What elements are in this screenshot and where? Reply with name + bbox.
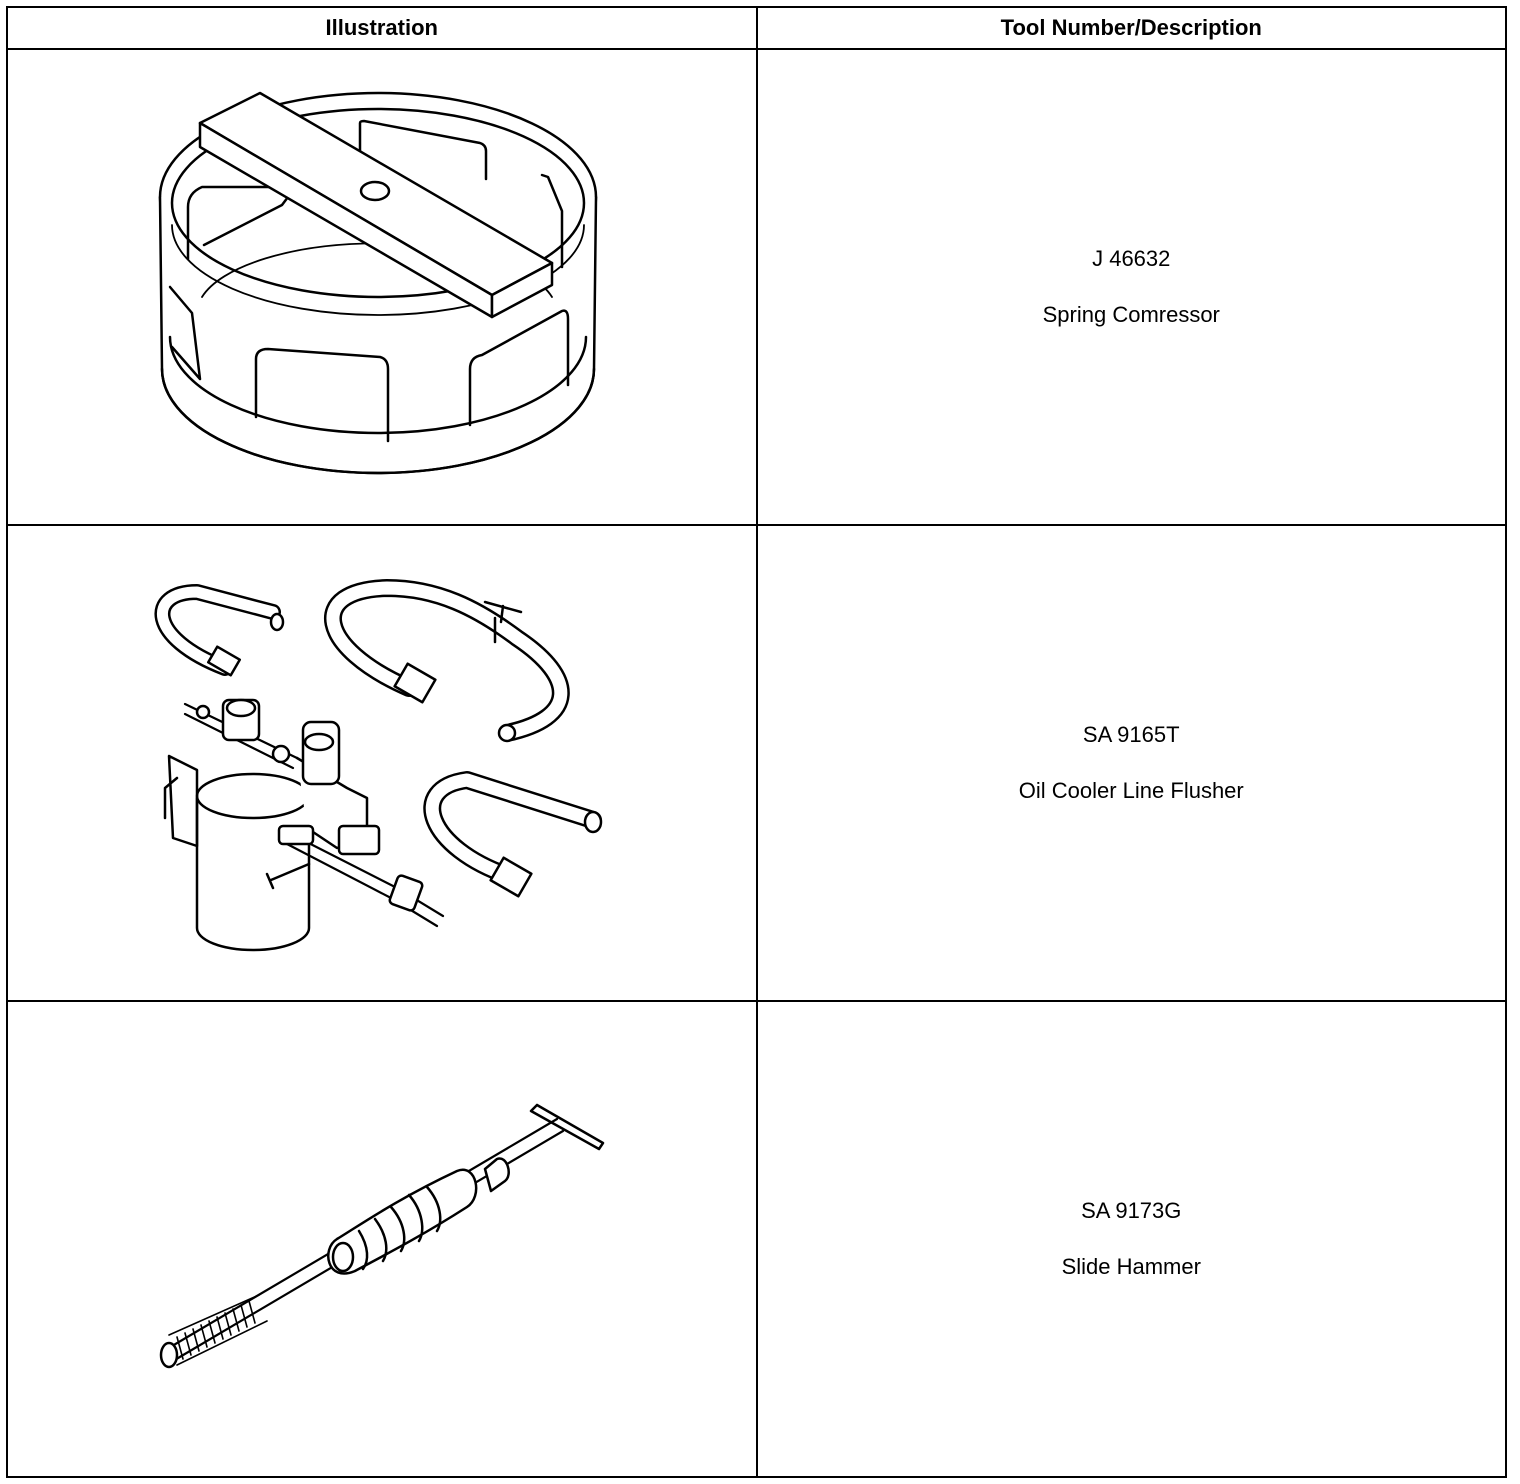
tool-number: SA 9173G [1081, 1198, 1182, 1223]
header-tool-description: Tool Number/Description [755, 6, 1507, 50]
tool-number: SA 9165T [1082, 722, 1180, 747]
oil-cooler-line-flusher-icon [152, 573, 612, 953]
table-row: SA 9173G Slide Hammer [6, 1000, 1507, 1478]
tool-description: Spring Comressor [1042, 302, 1220, 327]
tool-description-cell: SA 9165T Oil Cooler Line Flusher [755, 524, 1507, 1002]
tool-description: Slide Hammer [1061, 1254, 1201, 1279]
illustration-cell [6, 1000, 758, 1478]
tool-description-cell: J 46632 Spring Comressor [755, 48, 1507, 526]
tool-table: Illustration Tool Number/Description [6, 6, 1507, 1478]
illustration-cell [6, 48, 758, 526]
header-row: Illustration Tool Number/Description [6, 6, 1507, 50]
header-illustration: Illustration [6, 6, 758, 50]
illustration-cell [6, 524, 758, 1002]
tool-description: Oil Cooler Line Flusher [1018, 778, 1244, 803]
slide-hammer-icon [152, 1099, 612, 1379]
table-row: SA 9165T Oil Cooler Line Flusher [6, 524, 1507, 1002]
tool-number: J 46632 [1092, 246, 1171, 271]
spring-compressor-icon [152, 87, 612, 487]
tool-description-cell: SA 9173G Slide Hammer [755, 1000, 1507, 1478]
table-row: J 46632 Spring Comressor [6, 48, 1507, 526]
